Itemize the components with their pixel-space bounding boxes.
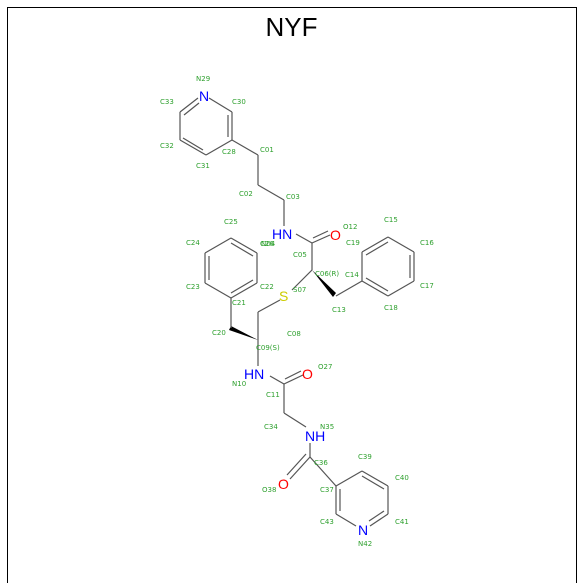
atom-label-c26: C26 — [260, 240, 274, 248]
element-symbols: N HN O S HN O NH O N — [199, 88, 368, 538]
atom-label-c16: C16 — [420, 239, 434, 247]
atom-label-c34: C34 — [264, 423, 278, 431]
bonds — [179, 97, 415, 527]
atom-label-o38: O38 — [262, 486, 276, 494]
atom-label-n42: N42 — [358, 540, 372, 548]
atom-label-c06: C06(R) — [315, 270, 339, 278]
atom-label-c22: C22 — [260, 283, 274, 291]
atom-label-c32: C32 — [160, 142, 174, 150]
atom-label-s07: S07 — [293, 286, 306, 294]
molecule-title: NYF — [265, 12, 318, 42]
atom-label-c41: C41 — [395, 518, 409, 526]
atom-label-c39: C39 — [358, 453, 372, 461]
sulfur-atom-07: S — [279, 288, 288, 304]
atom-label-c14: C14 — [345, 271, 359, 279]
atom-label-c01: C01 — [260, 146, 274, 154]
atom-label-c02: C02 — [239, 190, 253, 198]
atom-label-c11: C11 — [266, 391, 280, 399]
atom-label-c28: C28 — [222, 148, 236, 156]
atom-label-c15: C15 — [384, 216, 398, 224]
atom-label-n10: N10 — [232, 380, 246, 388]
atom-label-c24: C24 — [186, 239, 200, 247]
atom-label-c23: C23 — [186, 283, 200, 291]
atom-label-c33: C33 — [160, 98, 174, 106]
atom-label-c18: C18 — [384, 304, 398, 312]
atom-label-c31: C31 — [196, 162, 210, 170]
amide-nh-35: NH — [305, 428, 325, 444]
carbonyl-oxygen-38: O — [278, 476, 289, 492]
atom-label-c05: C05 — [293, 251, 307, 259]
nitrogen-atom-bottom: N — [358, 522, 368, 538]
atom-label-c30: C30 — [232, 98, 246, 106]
atom-labels: N29 C30 C33 C32 C31 C28 C01 C02 C03 N04 … — [160, 75, 434, 548]
carbonyl-oxygen-27: O — [302, 366, 313, 382]
atom-label-c25: C25 — [224, 218, 238, 226]
atom-label-c09: C09(S) — [256, 344, 280, 352]
atom-label-n04: N04 — [261, 240, 276, 248]
atom-label-c13: C13 — [332, 306, 346, 314]
amide-nh-04: HN — [272, 226, 292, 242]
atom-label-o27: O27 — [318, 363, 332, 371]
atom-label-c17: C17 — [420, 282, 434, 290]
atom-label-c40: C40 — [395, 474, 409, 482]
atom-label-c43: C43 — [320, 518, 334, 526]
atom-label-c08: C08 — [287, 330, 301, 338]
atom-label-n29: N29 — [196, 75, 210, 83]
atom-label-c20: C20 — [212, 329, 226, 337]
nitrogen-atom-top: N — [199, 88, 209, 104]
carbonyl-oxygen-12: O — [330, 227, 341, 243]
atom-label-n35: N35 — [320, 423, 334, 431]
atom-label-c03: C03 — [286, 193, 300, 201]
amide-nh-10: HN — [244, 366, 264, 382]
atom-label-c21: C21 — [232, 299, 246, 307]
atom-label-c36: C36 — [314, 459, 328, 467]
atom-label-c37: C37 — [320, 486, 334, 494]
atom-label-o12: O12 — [343, 223, 357, 231]
atom-label-c19: C19 — [346, 239, 360, 247]
canvas-frame — [7, 7, 577, 583]
